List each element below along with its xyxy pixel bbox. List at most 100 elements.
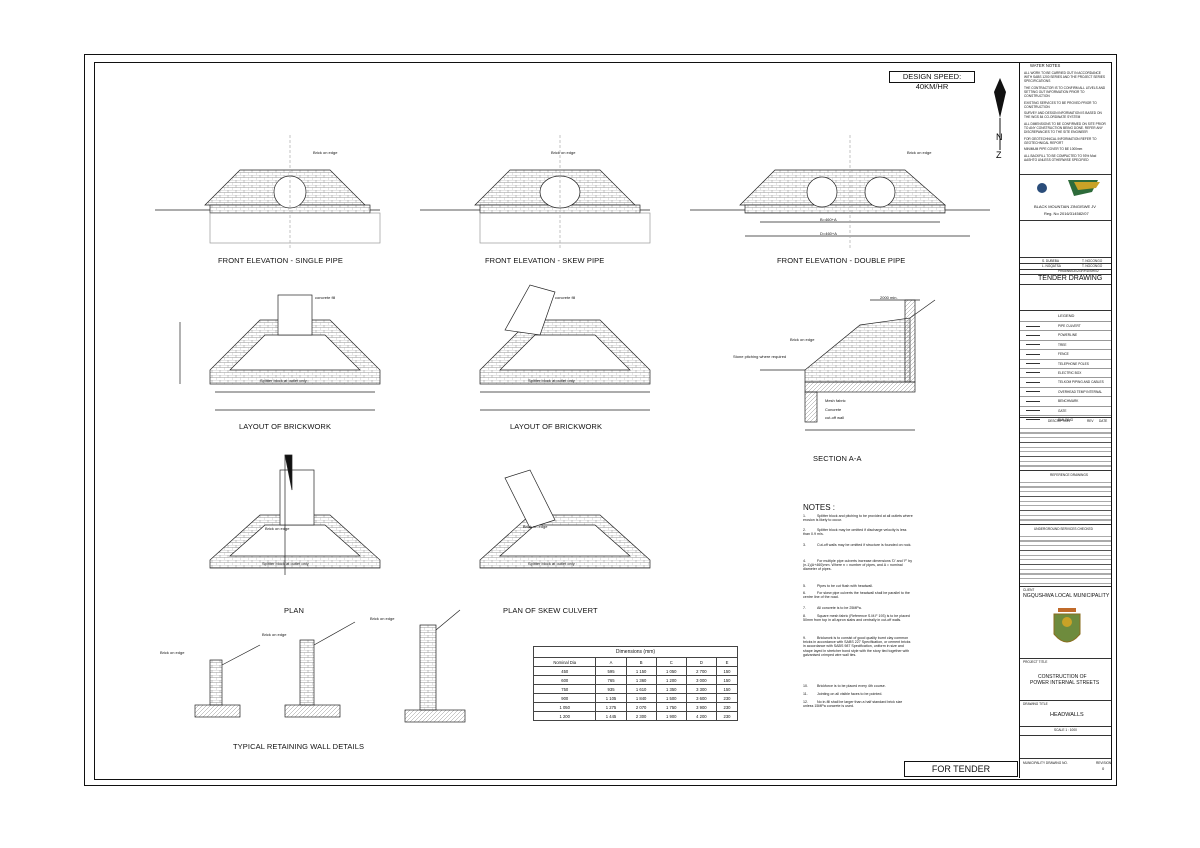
table-cell: 230: [715, 702, 739, 712]
title-retaining: TYPICAL RETAINING WALL DETAILS: [233, 742, 365, 751]
front-elevation-double: [690, 135, 990, 250]
legend-label: GATE: [1058, 408, 1067, 413]
legend-label: ELECTRIC BOX: [1058, 370, 1082, 375]
legend-label: TELKOM PIPING AND CABLES: [1058, 380, 1104, 385]
notes-title: NOTES :: [803, 503, 836, 512]
reference-drawings: REFERENCE DRAWINGS: [1050, 473, 1088, 477]
label-splitter-1: Splitter block at outlet only: [260, 378, 307, 383]
legend-row: OVERHEAD TEMP INTERNAL: [1020, 386, 1111, 396]
legend-symbol-icon: [1026, 372, 1040, 374]
legend-row: ELECTRIC BOX: [1020, 367, 1111, 377]
client-label: CLIENT: [1023, 588, 1035, 592]
label-brick-on-edge-2: Brick on edge: [551, 150, 576, 155]
rev-header: REV: [1087, 419, 1094, 423]
legend-label: BENCHMARK: [1058, 399, 1079, 404]
title-layout-1: LAYOUT OF BRICKWORK: [239, 422, 332, 431]
label-splitter-3: Splitter block at outlet only: [262, 561, 309, 566]
water-notes-title: WATER NOTES: [1030, 63, 1061, 68]
underground-services: UNDERGROUND SERVICES CHECKED: [1034, 527, 1093, 531]
table-cell: 935: [595, 684, 627, 694]
drawing-frame: [94, 62, 1112, 780]
note-6: 6.For skew pipe culverts the headwall sh…: [803, 591, 910, 600]
title-plan-skew: PLAN OF SKEW CULVERT: [503, 606, 598, 615]
label-brick-on-edge-1: Brick on edge: [313, 150, 338, 155]
label-stone-pitching: Stone pitching where required: [733, 354, 787, 359]
title-front-single: FRONT ELEVATION - SINGLE PIPE: [218, 256, 344, 265]
label-splitter-4: Splitter block at outlet only: [528, 561, 575, 566]
water-note-item: ALL BACKFILL TO BE COMPACTED TO 93% Mod …: [1024, 153, 1097, 162]
label-brick-on-edge-4: Brick on edge: [265, 526, 290, 531]
water-note-item: THE CONTRACTOR IS TO CONFIRM ALL LEVELS …: [1024, 85, 1106, 99]
table-cell: 230: [715, 693, 739, 703]
table-cell: 3 300: [685, 684, 717, 694]
table-cell: 1 750: [655, 702, 687, 712]
revision-rows: [1020, 424, 1111, 469]
water-note-item: EXISTING SERVICES TO BE PROVED PRIOR TO …: [1024, 100, 1097, 109]
label-brick-on-edge-6: Brick on edge: [790, 337, 815, 342]
legend-row: BUILDING: [1020, 414, 1111, 424]
revision-value: 0: [1102, 766, 1105, 771]
layout-brickwork-2: [479, 284, 651, 411]
legend-symbol-icon: [1026, 334, 1040, 336]
label-splitter-2: Splitter block at outlet only: [528, 378, 575, 383]
title-plan: PLAN: [284, 606, 304, 615]
front-elevation-skew: [420, 135, 651, 250]
col-header: E: [715, 657, 739, 667]
table-cell: 1 275: [595, 702, 627, 712]
table-cell: 765: [595, 675, 627, 685]
label-mesh: Mesh fabric: [825, 398, 846, 403]
table-cell: 1 150: [625, 666, 657, 676]
table-cell: 3 600: [685, 693, 717, 703]
legend-symbol-icon: [1026, 391, 1040, 393]
label-brick-on-edge-3: Brick on edge: [907, 150, 932, 155]
table-cell: 230: [715, 711, 739, 721]
col-header: Nominal Dia: [532, 657, 597, 667]
col-header: B: [625, 657, 657, 667]
legend-label: TELEPHONE POLES: [1058, 361, 1089, 366]
dimensions-title: Dimensions (mm): [533, 646, 738, 658]
label-concrete-fill-2: concrete fill: [555, 295, 576, 300]
legend-label: BUILDING: [1058, 417, 1074, 422]
section-a-a: [760, 299, 936, 431]
label-brick-on-edge-5: Brick on edge: [523, 524, 548, 529]
legend-symbol-icon: [1026, 381, 1040, 383]
label-concrete: Concrete: [825, 407, 842, 412]
table-cell: 1 050: [655, 666, 687, 676]
table-cell: 1 900: [655, 711, 687, 721]
note-4: 4.For multiple pipe culverts increase di…: [803, 559, 913, 572]
label-brick-on-edge-9: Brick on edge: [370, 616, 395, 621]
drawn-by: L. NGQATSA: [1042, 264, 1061, 268]
table-cell: 600: [532, 675, 597, 685]
water-note-item: MINIMUM PIPE COVER TO BE 1000mm: [1024, 147, 1083, 152]
legend-row: TELEPHONE POLES: [1020, 358, 1111, 368]
checked-by-1: T. NGCONGO: [1082, 259, 1103, 263]
company-logo: [1030, 178, 1102, 200]
legend-label: OVERHEAD TEMP INTERNAL: [1058, 389, 1103, 394]
title-front-skew: FRONT ELEVATION - SKEW PIPE: [485, 256, 605, 265]
legend-row: POWERLINE: [1020, 330, 1111, 339]
label-b-460: B=460+A: [820, 217, 837, 222]
legend-symbol-icon: [1026, 419, 1040, 421]
table-cell: 1 050: [532, 702, 597, 712]
description-header: DESCRIPTION: [1048, 419, 1070, 423]
water-notes-list: ALL WORK TO BE CARRIED OUT IN ACCORDANCE…: [1024, 71, 1108, 164]
col-header: D: [685, 657, 717, 667]
layout-brickwork-1: [179, 294, 381, 411]
legend-label: TREE: [1058, 342, 1067, 347]
label-2000: 2000 min.: [880, 295, 898, 300]
legend-symbol-icon: [1026, 400, 1040, 402]
legend-symbol-icon: [1026, 353, 1040, 355]
legend-label: FENCE: [1058, 352, 1069, 357]
note-2: 2.Splitter block may be omitted if disch…: [803, 528, 907, 537]
table-cell: 1 200: [655, 675, 687, 685]
legend-row: GATE: [1020, 405, 1111, 415]
legend-symbol-icon: [1026, 344, 1040, 346]
note-12: 12.No in-fill shall be larger than a hal…: [803, 700, 903, 709]
water-note-item: FOR GEOTECHNICAL INFORMATION REFER TO GE…: [1024, 136, 1097, 145]
table-cell: 150: [715, 684, 739, 694]
